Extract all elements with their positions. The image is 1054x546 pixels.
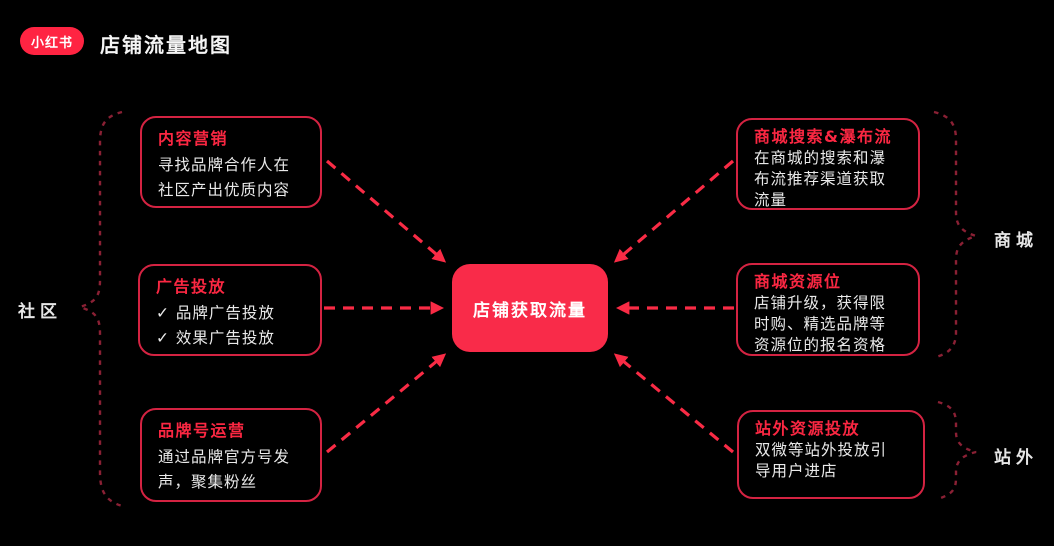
arrow-content-marketing-to-center — [325, 159, 447, 263]
node-title: 内容营销 — [158, 129, 229, 148]
arrow-mall-search-to-center — [613, 159, 735, 263]
xiaohongshu-logo: 小红书 — [20, 27, 84, 55]
node-body: 双微等站外投放引 导用户进店 — [755, 441, 888, 480]
group-label-mall: 商城 — [994, 231, 1038, 251]
node-brand-account-operation: 品牌号运营 通过品牌官方号发 声，聚集粉丝 — [140, 408, 322, 502]
node-mall-resource-slot: 商城资源位 店铺升级，获得限 时购、精选品牌等 资源位的报名资格 — [736, 263, 920, 356]
node-title: 商城搜索&瀑布流 — [754, 127, 892, 146]
node-body: 店铺升级，获得限 时购、精选品牌等 资源位的报名资格 — [754, 294, 887, 354]
page-title: 店铺流量地图 — [100, 33, 232, 57]
node-store-gets-traffic: 店铺获取流量 — [452, 264, 608, 352]
node-body: 寻找品牌合作人在 社区产出优质内容 — [158, 156, 291, 199]
node-title: 站外资源投放 — [755, 419, 861, 438]
group-label-offsite: 站外 — [994, 448, 1038, 468]
node-title: 商城资源位 — [754, 272, 842, 291]
group-label-community: 社区 — [18, 302, 62, 322]
node-mall-search-waterfall: 商城搜索&瀑布流 在商城的搜索和瀑 布流推荐渠道获取 流量 — [736, 118, 920, 210]
node-offsite-resource-placement: 站外资源投放 双微等站外投放引 导用户进店 — [737, 410, 925, 499]
node-body: ✓ 品牌广告投放 ✓ 效果广告投放 — [156, 304, 275, 347]
right-offsite-brace — [937, 400, 977, 501]
node-body: 在商城的搜索和瀑 布流推荐渠道获取 流量 — [754, 149, 887, 209]
center-node-label: 店铺获取流量 — [473, 300, 587, 321]
xiaohongshu-logo-text: 小红书 — [30, 35, 73, 51]
right-mall-brace — [933, 110, 981, 359]
node-ad-placement: 广告投放 ✓ 品牌广告投放 ✓ 效果广告投放 — [138, 264, 322, 356]
arrow-brand-account-to-center — [325, 353, 447, 454]
node-body: 通过品牌官方号发 声，聚集粉丝 — [158, 448, 291, 491]
node-title: 广告投放 — [156, 277, 227, 296]
arrow-offsite-to-center — [613, 353, 735, 454]
left-community-brace — [75, 110, 123, 508]
node-content-marketing: 内容营销 寻找品牌合作人在 社区产出优质内容 — [140, 116, 322, 208]
node-title: 品牌号运营 — [158, 421, 246, 440]
